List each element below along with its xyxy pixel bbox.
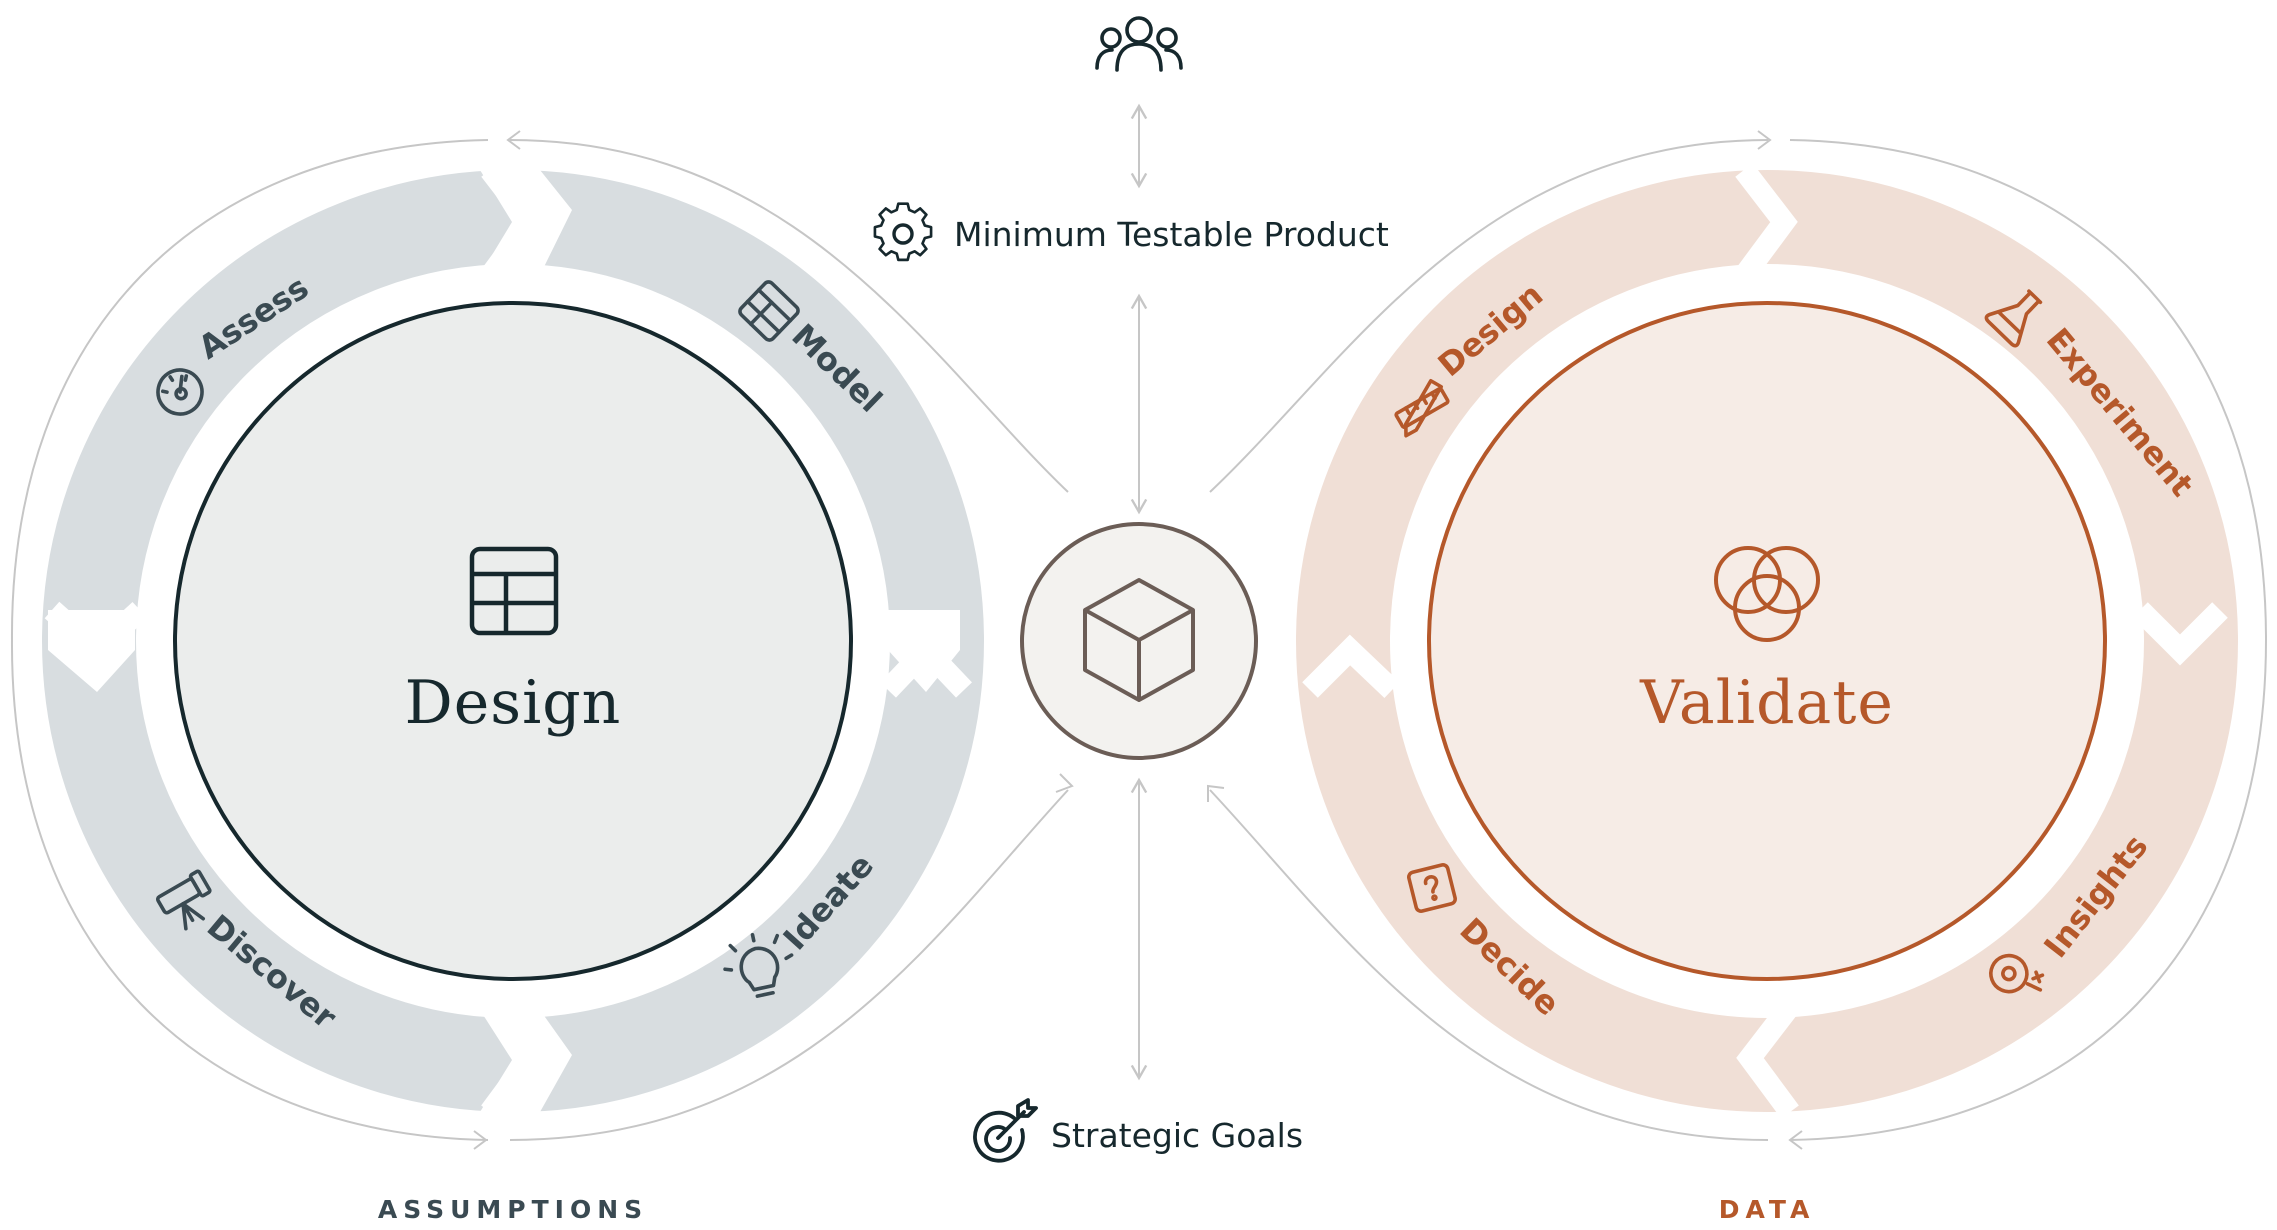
goals-label: Strategic Goals [1051,1116,1303,1155]
data-label: DATA [1719,1195,1816,1224]
lightbulb-icon [723,932,794,998]
validate-notches [1302,163,2228,1119]
connector-top-right [1789,139,2268,1141]
flask-icon [1984,289,2043,348]
design-loop: Design Assess Model Ideate Discover [42,163,984,1224]
gauge-icon [156,368,204,416]
gear-icon [873,202,933,262]
venn-circles-icon [1714,546,1820,642]
connector-left-upper [509,139,1069,493]
design-title: Design [405,668,622,738]
target-arrow-icon [973,1098,1038,1163]
telescope-icon [156,869,212,931]
infinity-connector [10,139,2268,1141]
connector-right-upper [1209,139,1769,493]
connector-top-left [10,139,489,1141]
connector-right-lower [1209,789,1769,1141]
layout-icon [738,280,800,342]
goals-node: Strategic Goals [973,1098,1303,1163]
assumptions-label: ASSUMPTIONS [378,1195,648,1224]
validate-title: Validate [1639,668,1894,738]
search-plus-icon [1989,953,2045,994]
mtp-node: Minimum Testable Product [873,202,1389,262]
layout-grid-icon [469,546,559,636]
validate-loop: Validate Design Experiment Insights Deci… [1296,163,2238,1224]
mtp-label: Minimum Testable Product [954,215,1389,254]
design-notches [44,163,972,1119]
question-card-icon [1407,863,1457,913]
connector-arrowheads [473,130,1803,1150]
design-disk [173,301,853,981]
center-hub [1020,522,1258,760]
connector-left-lower [509,789,1069,1141]
people-group-icon [1095,16,1183,72]
cube-icon [1083,578,1195,702]
ruler-pencil-icon [1394,378,1450,438]
